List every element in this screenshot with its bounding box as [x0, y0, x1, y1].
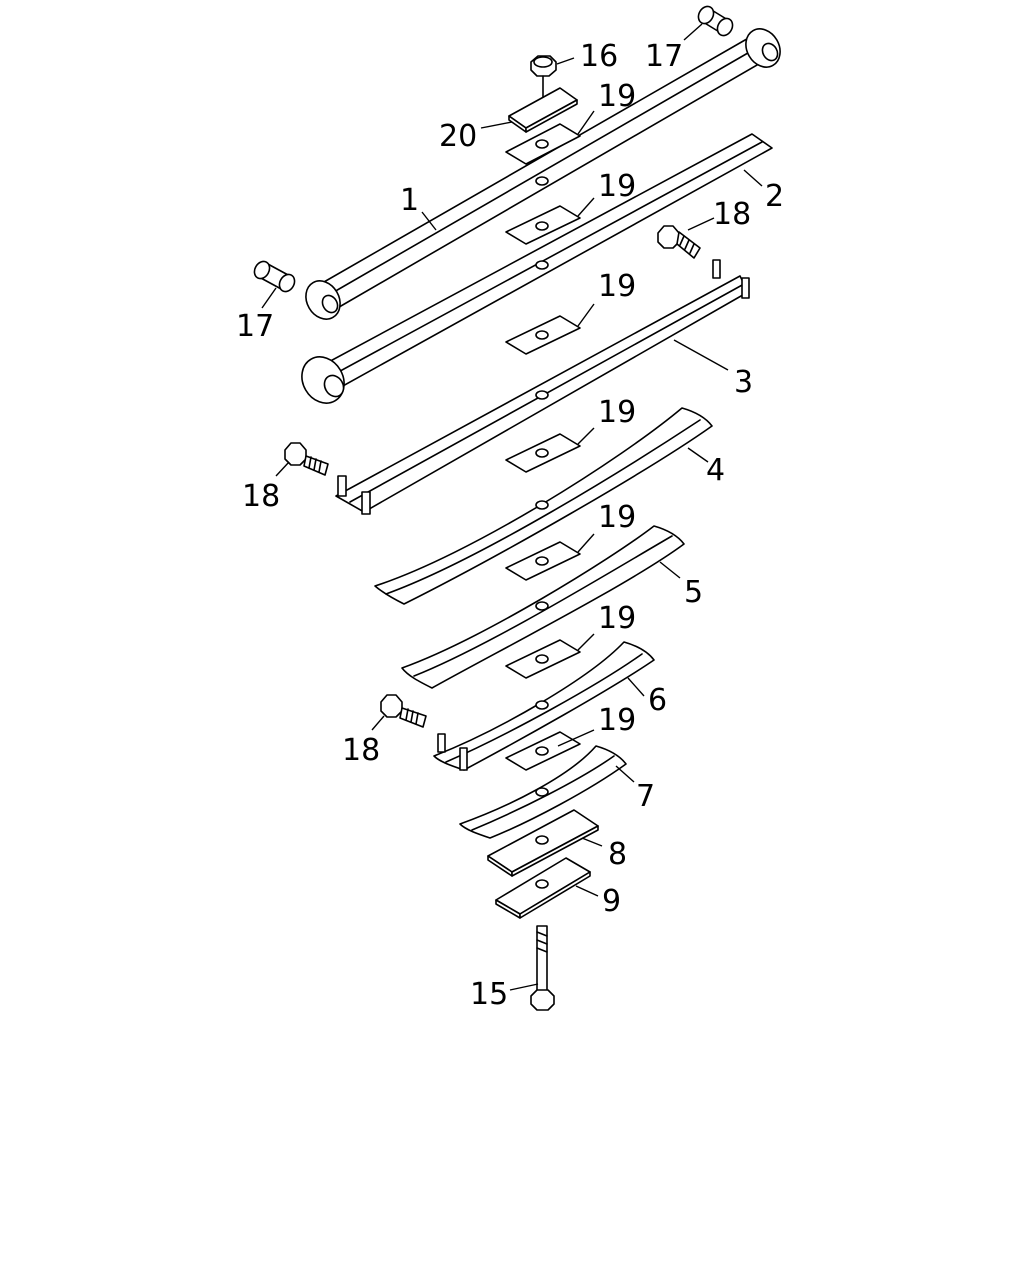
label-15: 15	[470, 977, 508, 1012]
part-19-pad-3[interactable]	[505, 315, 581, 355]
part-7-leaf[interactable]	[459, 745, 627, 839]
part-1-main-leaf[interactable]	[299, 23, 787, 326]
label-6: 6	[648, 683, 667, 718]
part-18-bolt-mid[interactable]	[284, 442, 329, 476]
label-19-c: 19	[598, 269, 636, 304]
part-17-bushing-left[interactable]	[251, 259, 297, 295]
label-17-top: 17	[645, 39, 683, 74]
part-19-pad-6[interactable]	[505, 639, 581, 679]
part-8-plate[interactable]	[487, 809, 599, 877]
part-6-leaf-with-clip[interactable]	[433, 641, 655, 771]
part-19-pad-7[interactable]	[505, 731, 581, 771]
callout-labels: 16 17 19 20 1 19 2 18 19 17 3 19 4 18 19…	[236, 39, 784, 1012]
part-5-leaf[interactable]	[401, 525, 685, 689]
part-19-pad-1[interactable]	[505, 123, 581, 165]
label-1: 1	[400, 183, 419, 218]
label-3: 3	[734, 365, 753, 400]
label-16: 16	[580, 39, 618, 74]
part-19-pad-2[interactable]	[505, 205, 581, 245]
part-15-center-bolt[interactable]	[530, 925, 555, 1011]
label-19-d: 19	[598, 395, 636, 430]
label-8: 8	[608, 837, 627, 872]
label-7: 7	[636, 779, 655, 814]
label-17-left: 17	[236, 309, 274, 344]
label-18-low: 18	[342, 733, 380, 768]
part-2-leaf[interactable]	[294, 133, 773, 411]
label-20: 20	[439, 119, 477, 154]
part-9-plate[interactable]	[495, 857, 591, 919]
part-18-bolt-low[interactable]	[380, 694, 427, 728]
part-19-pad-5[interactable]	[505, 541, 581, 581]
part-3-leaf-with-clips[interactable]	[335, 259, 750, 515]
label-19-a: 19	[598, 79, 636, 114]
label-19-e: 19	[598, 500, 636, 535]
part-17-bushing-top[interactable]	[695, 4, 735, 39]
part-18-bolt-top[interactable]	[657, 225, 701, 259]
label-4: 4	[706, 453, 725, 488]
label-5: 5	[684, 575, 703, 610]
leader-lines	[261, 23, 763, 991]
label-18-mid: 18	[242, 479, 280, 514]
label-19-f: 19	[598, 601, 636, 636]
label-18-top: 18	[713, 197, 751, 232]
part-19-pad-4[interactable]	[505, 433, 581, 473]
label-2: 2	[765, 179, 784, 214]
part-20-plate[interactable]	[508, 87, 578, 133]
label-19-b: 19	[598, 169, 636, 204]
part-4-leaf[interactable]	[374, 407, 713, 605]
label-19-g: 19	[598, 703, 636, 738]
label-9: 9	[602, 884, 621, 919]
